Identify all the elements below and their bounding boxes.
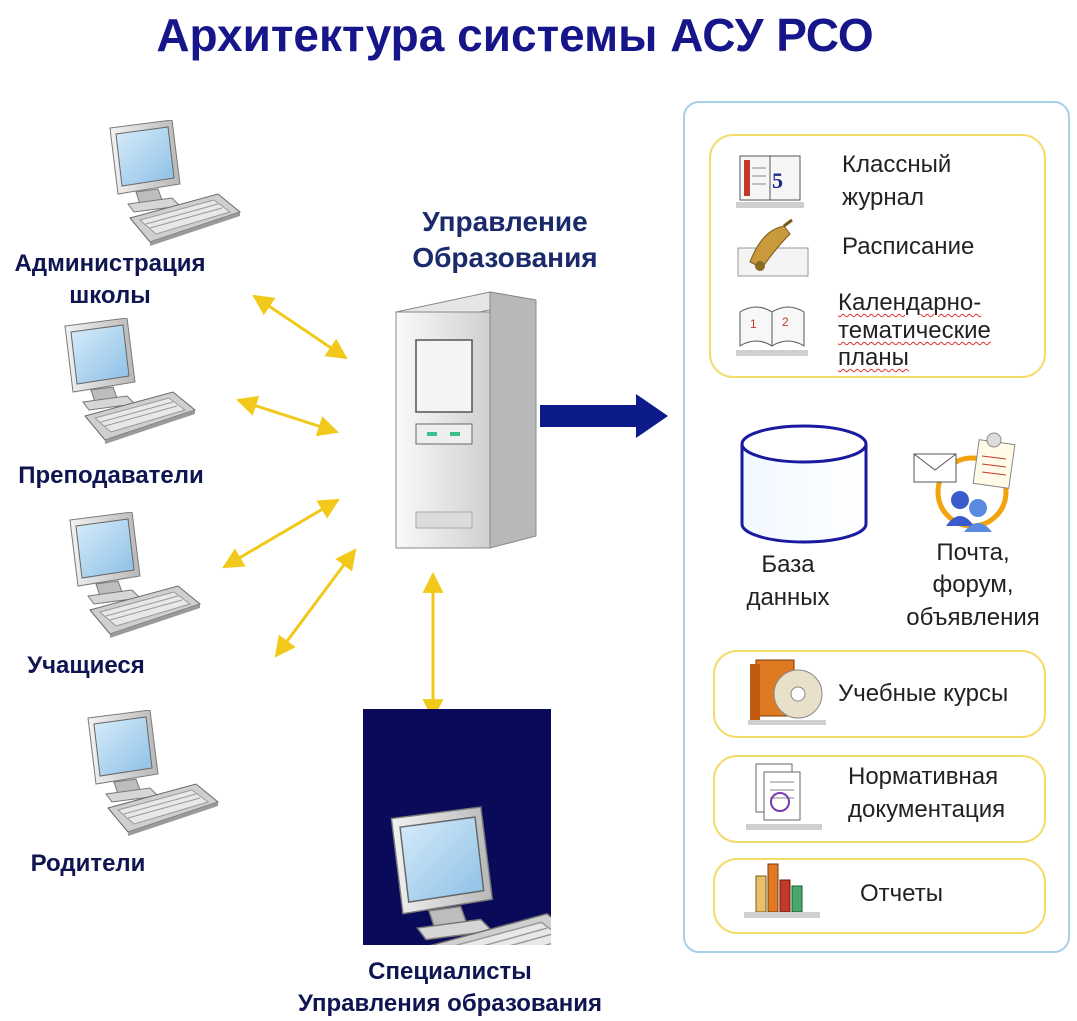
connection-arrows [222, 294, 668, 721]
admin-label: Администрация школы [14, 250, 206, 309]
database-icon [740, 424, 868, 544]
svg-text:2: 2 [782, 315, 789, 329]
specialists-panel [363, 709, 551, 945]
server-label-line1: Управление [422, 206, 588, 237]
docs-label-line1: Нормативная [848, 763, 999, 790]
journal-label-line2: журнал [842, 184, 925, 211]
schedule-label: Расписание [842, 233, 975, 260]
diagram-title: Архитектура системы АСУ РСО [156, 9, 874, 61]
server-to-system-arrow [540, 394, 668, 438]
svg-text:5: 5 [772, 168, 783, 193]
plans-label-line3: планы [838, 344, 909, 371]
server-label-line2: Образования [412, 242, 598, 273]
parents-label: Родители [30, 850, 146, 877]
journal-icon: 5 [736, 155, 804, 208]
database-label-line1: База [761, 551, 815, 578]
plans-book-icon: 1 2 [736, 306, 808, 356]
plans-label-line1: Календарно- [838, 289, 982, 316]
database-label-line2: данных [746, 584, 830, 611]
students-label: Учащиеся [27, 652, 145, 679]
parents-arrow [274, 548, 357, 658]
teachers-arrow [236, 395, 339, 437]
mail-label-line2: форум, [932, 571, 1014, 598]
journal-label-line1: Классный [842, 151, 952, 178]
mail-label-line3: объявления [906, 604, 1040, 631]
mail-forum-icon [913, 432, 1016, 532]
teachers-label: Преподаватели [18, 462, 204, 489]
docs-label-line2: документация [848, 796, 1006, 823]
reports-label: Отчеты [860, 880, 943, 907]
svg-text:1: 1 [750, 317, 757, 331]
students-arrow [222, 498, 340, 569]
documents-icon [746, 763, 822, 830]
server-tower-icon [395, 291, 537, 549]
specialists-label-line1: Специалисты [368, 958, 532, 985]
courses-book-disc-icon [748, 659, 826, 725]
specialists-computer-icon [363, 709, 551, 945]
bell-icon [737, 218, 809, 277]
plans-label-line2: тематические [838, 317, 991, 344]
reports-chart-icon [744, 863, 820, 918]
mail-label-line1: Почта, [936, 539, 1010, 566]
specialists-label-line2: Управления образования [298, 990, 602, 1017]
admin-arrow [252, 294, 348, 360]
courses-label: Учебные курсы [838, 680, 1009, 707]
